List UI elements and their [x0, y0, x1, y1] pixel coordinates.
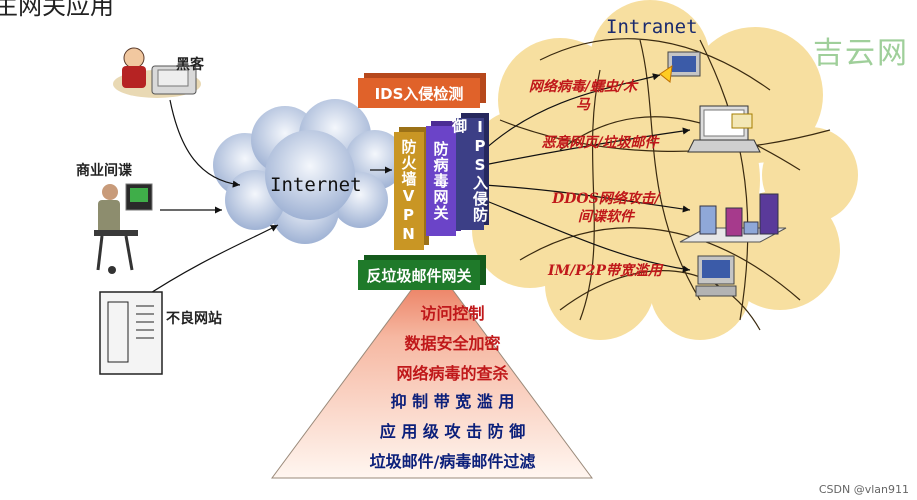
- hacker-icon: [113, 47, 201, 98]
- pyramid-layer-5: 应 用 级 攻 击 防 御: [379, 422, 526, 441]
- ids-box: IDS入侵检测: [358, 78, 480, 108]
- page-title: 主网关应用: [0, 0, 114, 20]
- pyramid-layer-2: 数据安全加密: [404, 334, 501, 353]
- pyramid-layer-3: 网络病毒的查杀: [396, 364, 509, 383]
- threat-label-spy: 商业间谍: [76, 163, 132, 179]
- antivirus-gateway-box: 防病毒网关: [426, 126, 456, 236]
- attack-label-ddos-line1: DDOS网络攻击/: [552, 191, 660, 207]
- security-pyramid: [271, 261, 593, 479]
- threat-label-hacker: 黑客: [176, 57, 204, 73]
- internet-cloud: [213, 99, 405, 244]
- firewall-vpn-box: 防火墙VPN: [394, 132, 424, 250]
- server-cluster-icon: [679, 193, 787, 243]
- attack-label-im-p2p: IM/P2P带宽滥用: [530, 262, 680, 280]
- spy-icon: [94, 183, 153, 274]
- intranet-desktop-icon: [695, 255, 737, 297]
- server-icon: [99, 291, 163, 375]
- attack-label-virus-line2: 马: [576, 97, 590, 113]
- watermark: 吉云网: [813, 36, 909, 71]
- intranet-label: Intranet: [606, 16, 698, 38]
- pyramid-layer-4: 抑 制 带 宽 滥 用: [390, 392, 515, 411]
- threat-label-bad-site: 不良网站: [166, 311, 222, 327]
- attack-label-ddos-line2: 间谍软件: [578, 209, 634, 225]
- attack-label-malicious-web: 恶意网页/垃圾邮件: [520, 134, 680, 152]
- antispam-gateway-box: 反垃圾邮件网关: [358, 260, 480, 290]
- intranet-pc-icon: [659, 51, 701, 83]
- pyramid-layer-6: 垃圾邮件/病毒邮件过滤: [369, 452, 536, 471]
- attack-flows: [483, 73, 691, 273]
- attack-label-malicious-web-line1: 恶意网页/垃圾邮件: [541, 135, 659, 151]
- ips-box: IPS入侵防御: [450, 118, 489, 230]
- attack-label-ddos: DDOS网络攻击/ 间谍软件: [536, 190, 676, 226]
- footer-credit: CSDN @vlan911: [818, 483, 909, 496]
- intranet-links: [499, 38, 831, 331]
- laptop-mail-icon: [687, 105, 761, 153]
- attack-label-virus: 网络病毒/蠕虫/木 马: [508, 78, 658, 114]
- attack-label-virus-line1: 网络病毒/蠕虫/木: [528, 79, 638, 95]
- threat-arrows: [139, 99, 392, 301]
- pyramid-layer-1: 访问控制: [420, 304, 485, 323]
- attack-label-im-p2p-line1: IM/P2P带宽滥用: [548, 263, 662, 279]
- internet-label: Internet: [270, 174, 362, 196]
